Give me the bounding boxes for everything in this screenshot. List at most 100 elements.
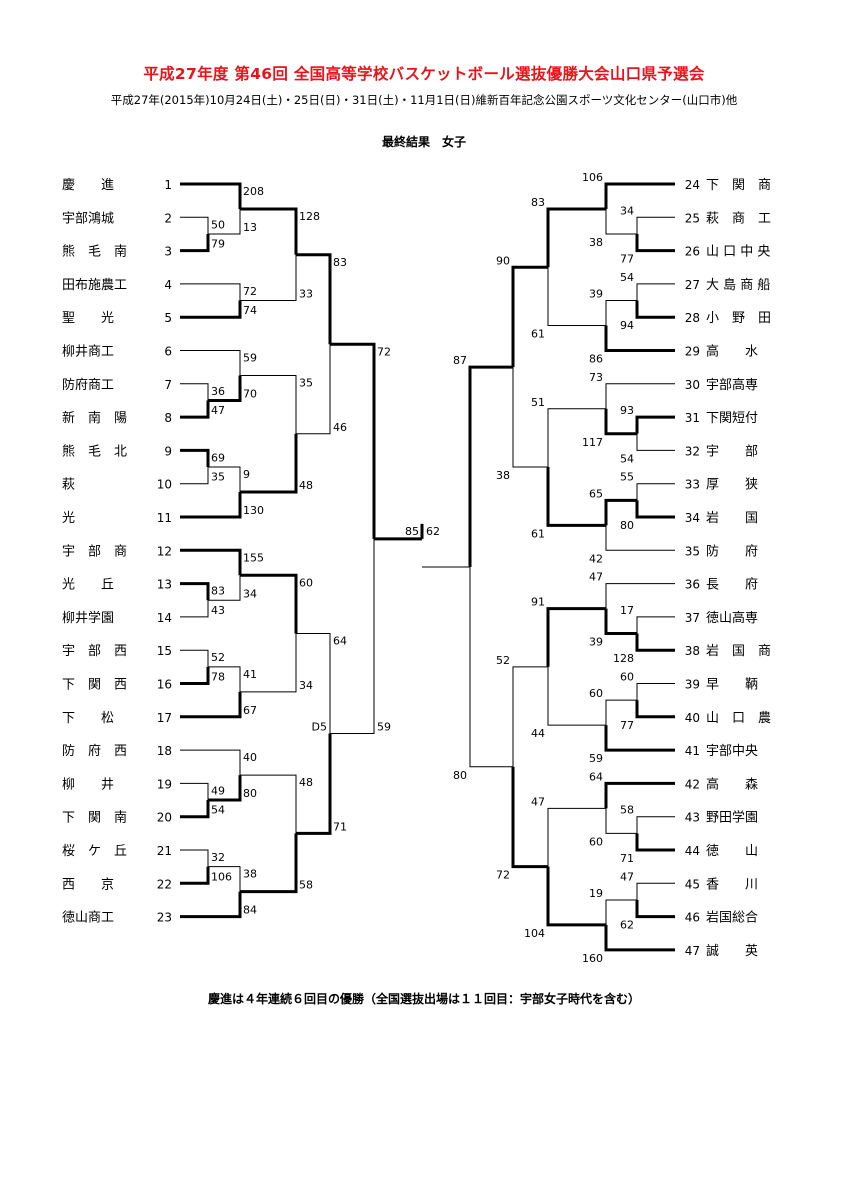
right-score: 86 — [589, 353, 603, 366]
right-bracket-line — [605, 899, 637, 925]
right-bracket-line — [546, 207, 606, 268]
right-team-name: 野田学園 — [706, 810, 758, 826]
right-team-seed: 42 — [685, 777, 700, 791]
left-bracket-line — [208, 866, 241, 892]
right-team-name: 山 口 農 — [706, 711, 771, 726]
left-bracket-line — [240, 254, 297, 302]
right-bracket-line — [546, 866, 606, 927]
event-subtitle: 平成27年(2015年)10月24日(土)・25日(日)・31日(土)・11月1… — [110, 93, 738, 107]
left-team-seed: 23 — [157, 911, 172, 925]
left-team-name: 下 関 南 — [62, 810, 127, 826]
left-score: 106 — [211, 870, 232, 883]
left-bracket-line — [330, 538, 375, 734]
left-bracket-line — [208, 466, 241, 493]
left-team-name: 西 京 — [62, 877, 114, 892]
right-team-seed: 26 — [685, 245, 700, 259]
right-team-seed: 32 — [685, 444, 700, 458]
left-team-seed: 19 — [157, 777, 172, 791]
right-team-name: 宇部高専 — [706, 377, 758, 393]
right-bracket-line — [547, 408, 606, 468]
left-score: 50 — [211, 218, 225, 231]
right-bracket-line — [604, 725, 675, 752]
right-score: 77 — [620, 719, 634, 732]
right-bracket-line — [604, 498, 637, 526]
right-bracket-line — [605, 808, 637, 834]
left-team-name: 徳山商工 — [62, 911, 114, 926]
left-bracket-line — [180, 383, 209, 401]
left-score: 69 — [211, 451, 225, 464]
right-bracket-line — [547, 267, 606, 327]
left-d5-label: D5 — [312, 720, 327, 733]
left-bracket-line — [296, 733, 332, 835]
right-team-seed: 30 — [685, 378, 700, 392]
right-bracket-line — [511, 265, 548, 368]
left-score: 128 — [299, 210, 320, 223]
left-team-seed: 6 — [164, 345, 172, 359]
left-team-name: 田布施農工 — [62, 278, 127, 293]
right-score: 83 — [531, 196, 545, 209]
left-team-seed: 11 — [157, 511, 172, 525]
right-score: 71 — [620, 852, 634, 865]
left-team-seed: 15 — [157, 644, 172, 658]
left-team-name: 光 丘 — [62, 578, 114, 593]
left-team-seed: 13 — [157, 578, 172, 592]
left-team-name: 下 関 西 — [62, 678, 127, 693]
right-team-seed: 41 — [685, 744, 700, 758]
left-score: 52 — [211, 651, 225, 664]
right-team-name: 誠 英 — [706, 944, 758, 959]
right-bracket-line — [469, 566, 513, 768]
left-bracket-line — [296, 344, 331, 435]
right-score: 51 — [531, 396, 545, 409]
right-team-name: 宇部中央 — [706, 744, 758, 759]
left-score: 46 — [333, 421, 347, 434]
left-bracket-line — [180, 233, 210, 253]
left-team-seed: 14 — [157, 611, 172, 625]
right-bracket-line — [635, 233, 675, 253]
right-team-name: 小 野 田 — [706, 311, 771, 326]
footer-note: 慶進は４年連続６回目の優勝（全国選抜出場は１１回目：宇部女子時代を含む） — [207, 992, 640, 1006]
left-bracket-line — [180, 891, 242, 919]
left-team-name: 防府商工 — [62, 377, 114, 393]
left-team-name: 柳井商工 — [62, 345, 114, 360]
left-bracket-line — [240, 433, 298, 494]
left-bracket-line — [180, 866, 210, 885]
left-score: 60 — [299, 576, 313, 589]
right-score: 64 — [589, 770, 603, 783]
left-score: 208 — [243, 185, 264, 198]
left-score: 49 — [211, 784, 225, 797]
left-score: 43 — [211, 604, 225, 617]
left-team-name: 桜 ケ 丘 — [62, 844, 127, 859]
right-bracket-line — [636, 816, 675, 834]
right-team-seed: 46 — [685, 911, 700, 925]
right-team-seed: 39 — [685, 678, 700, 692]
page-title: 平成27年度 第46回 全国高等学校バスケットボール選抜優勝大会山口県予選会 — [143, 65, 705, 83]
right-bracket-line — [605, 583, 675, 609]
left-score: 83 — [333, 256, 347, 269]
left-bracket-line — [180, 283, 241, 301]
left-score: 58 — [299, 879, 313, 892]
left-team-name: 宇 部 西 — [62, 644, 127, 659]
right-score: 72 — [496, 869, 510, 882]
right-score: 39 — [589, 288, 603, 301]
left-bracket-line — [240, 774, 297, 834]
left-score: 38 — [243, 868, 257, 881]
right-team-seed: 27 — [685, 278, 700, 292]
right-score: 60 — [589, 687, 603, 700]
left-team-seed: 12 — [157, 544, 172, 558]
right-score: 65 — [589, 487, 603, 500]
right-score: 54 — [620, 271, 634, 284]
left-bracket-line — [208, 375, 242, 402]
right-score: 128 — [613, 652, 634, 665]
right-score: 94 — [620, 319, 634, 332]
left-bracket-line — [180, 448, 210, 468]
right-bracket-line — [605, 699, 637, 726]
section-heading: 最終結果 女子 — [381, 135, 466, 149]
right-team-name: 高 水 — [706, 344, 758, 360]
right-bracket-line — [635, 500, 675, 519]
right-score: 44 — [531, 727, 545, 740]
right-team-seed: 24 — [685, 178, 700, 192]
right-team-name: 香 川 — [706, 877, 758, 892]
right-score: 52 — [496, 654, 510, 667]
right-score: 60 — [620, 671, 634, 684]
right-team-seed: 37 — [685, 611, 700, 625]
